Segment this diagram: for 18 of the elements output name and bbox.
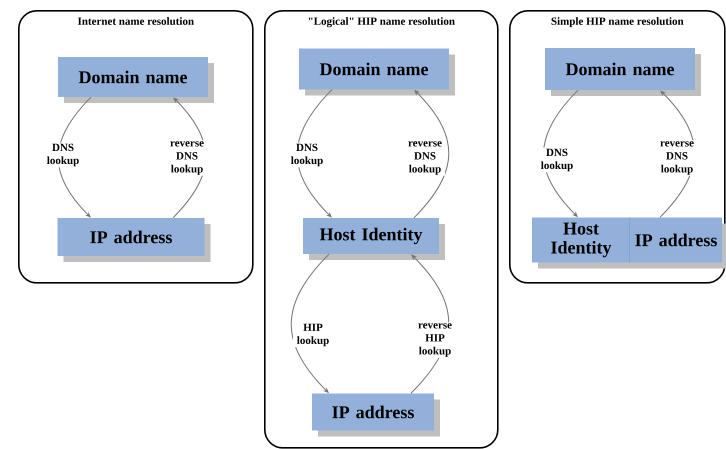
process-box: Domain name <box>545 48 701 96</box>
edge-label: DNS lookup <box>43 142 83 168</box>
edge-label: DNS lookup <box>537 148 577 172</box>
process-box: Host Identity <box>532 216 636 268</box>
process-box: Host Identity <box>303 218 445 260</box>
edge-label: HIP lookup <box>293 322 333 348</box>
process-box: IP address <box>312 394 440 436</box>
process-box: IP address <box>58 218 210 262</box>
process-box: IP address <box>630 218 726 268</box>
edge-label: reverse DNS lookup <box>167 140 207 176</box>
edge-label: reverse DNS lookup <box>657 140 697 176</box>
edge-label: reverse HIP lookup <box>415 322 455 358</box>
edge-label: reverse DNS lookup <box>405 140 445 176</box>
process-box: Domain name <box>299 48 455 96</box>
edge-label: DNS lookup <box>287 142 327 168</box>
process-box: Domain name <box>58 57 214 103</box>
node-label: IP address <box>635 234 717 246</box>
node-label: Host Identity <box>551 222 612 258</box>
